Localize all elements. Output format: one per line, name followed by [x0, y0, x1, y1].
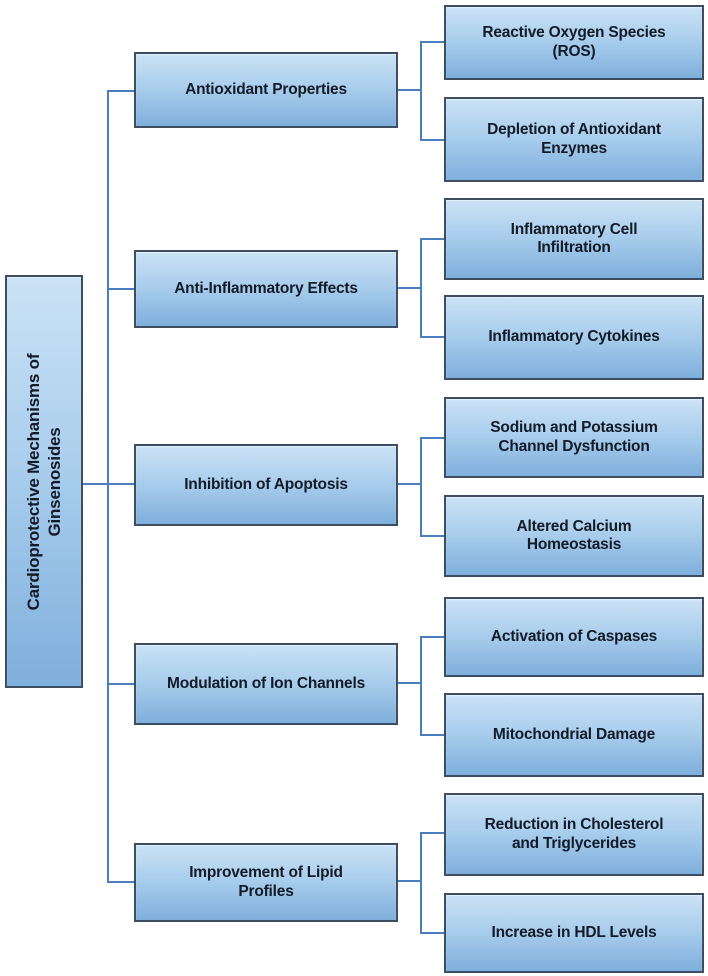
branch-node-label: Improvement of Lipid Profiles — [189, 864, 343, 900]
leaf-node-reduction-in-cholesterol-triglycerides: Reduction in Cholesterol and Triglycerid… — [444, 793, 704, 876]
connector-group1-stub — [398, 89, 422, 91]
connector-group4-stub — [398, 682, 422, 684]
connector-left-spine — [107, 90, 109, 883]
leaf-node-reactive-oxygen-species: Reactive Oxygen Species (ROS) — [444, 5, 704, 80]
leaf-node-mitochondrial-damage: Mitochondrial Damage — [444, 693, 704, 777]
leaf-node-altered-calcium-homeostasis: Altered Calcium Homeostasis — [444, 495, 704, 577]
root-node-label: Cardioprotective Mechanisms of Ginsenosi… — [23, 353, 64, 610]
connector-group1-child1 — [420, 41, 444, 43]
branch-node-label: Antioxidant Properties — [185, 80, 347, 98]
branch-node-improvement-of-lipid-profiles: Improvement of Lipid Profiles — [134, 843, 398, 922]
leaf-node-increase-in-hdl-levels: Increase in HDL Levels — [444, 893, 704, 973]
connector-group2-vertical — [420, 238, 422, 338]
leaf-node-label: Activation of Caspases — [490, 627, 658, 645]
branch-node-inhibition-of-apoptosis: Inhibition of Apoptosis — [134, 444, 398, 526]
root-node-cardioprotective-mechanisms: Cardioprotective Mechanisms of Ginsenosi… — [5, 275, 83, 688]
connector-group2-stub — [398, 287, 422, 289]
connector-group3-stub — [398, 483, 422, 485]
branch-node-anti-inflammatory-effects: Anti-Inflammatory Effects — [134, 250, 398, 328]
connector-group5-child1 — [420, 832, 444, 834]
branch-node-modulation-of-ion-channels: Modulation of Ion Channels — [134, 643, 398, 725]
connector-group2-child1 — [420, 238, 444, 240]
connector-branch-2 — [107, 288, 134, 290]
connector-group1-vertical — [420, 41, 422, 141]
connector-group3-child2 — [420, 535, 444, 537]
leaf-node-label: Sodium and Potassium Channel Dysfunction — [490, 419, 658, 455]
connector-group1-child2 — [420, 139, 444, 141]
leaf-node-inflammatory-cell-infiltration: Inflammatory Cell Infiltration — [444, 198, 704, 280]
connector-group5-vertical — [420, 832, 422, 934]
connector-group4-child1 — [420, 636, 444, 638]
connector-branch-1 — [107, 90, 134, 92]
branch-node-label: Anti-Inflammatory Effects — [174, 279, 358, 297]
branch-node-label: Inhibition of Apoptosis — [184, 475, 348, 493]
leaf-node-label: Reduction in Cholesterol and Triglycerid… — [484, 816, 664, 852]
connector-group3-vertical — [420, 437, 422, 537]
leaf-node-label: Increase in HDL Levels — [491, 923, 657, 941]
leaf-node-inflammatory-cytokines: Inflammatory Cytokines — [444, 295, 704, 380]
connector-group3-child1 — [420, 437, 444, 439]
connector-group4-vertical — [420, 636, 422, 736]
leaf-node-label: Inflammatory Cell Infiltration — [510, 220, 638, 256]
connector-group5-stub — [398, 880, 422, 882]
leaf-node-sodium-potassium-channel-dysfunction: Sodium and Potassium Channel Dysfunction — [444, 397, 704, 478]
leaf-node-label: Inflammatory Cytokines — [488, 328, 660, 346]
connector-group5-child2 — [420, 932, 444, 934]
branch-node-label: Modulation of Ion Channels — [166, 674, 365, 692]
leaf-node-label: Altered Calcium Homeostasis — [516, 517, 632, 553]
leaf-node-label: Reactive Oxygen Species (ROS) — [482, 24, 666, 60]
leaf-node-label: Depletion of Antioxidant Enzymes — [487, 121, 661, 157]
branch-node-antioxidant-properties: Antioxidant Properties — [134, 52, 398, 128]
connector-group2-child2 — [420, 336, 444, 338]
connector-branch-5 — [107, 881, 134, 883]
connector-group4-child2 — [420, 734, 444, 736]
leaf-node-activation-of-caspases: Activation of Caspases — [444, 597, 704, 677]
leaf-node-depletion-of-antioxidant-enzymes: Depletion of Antioxidant Enzymes — [444, 97, 704, 182]
connector-branch-4 — [107, 683, 134, 685]
leaf-node-label: Mitochondrial Damage — [492, 725, 656, 743]
